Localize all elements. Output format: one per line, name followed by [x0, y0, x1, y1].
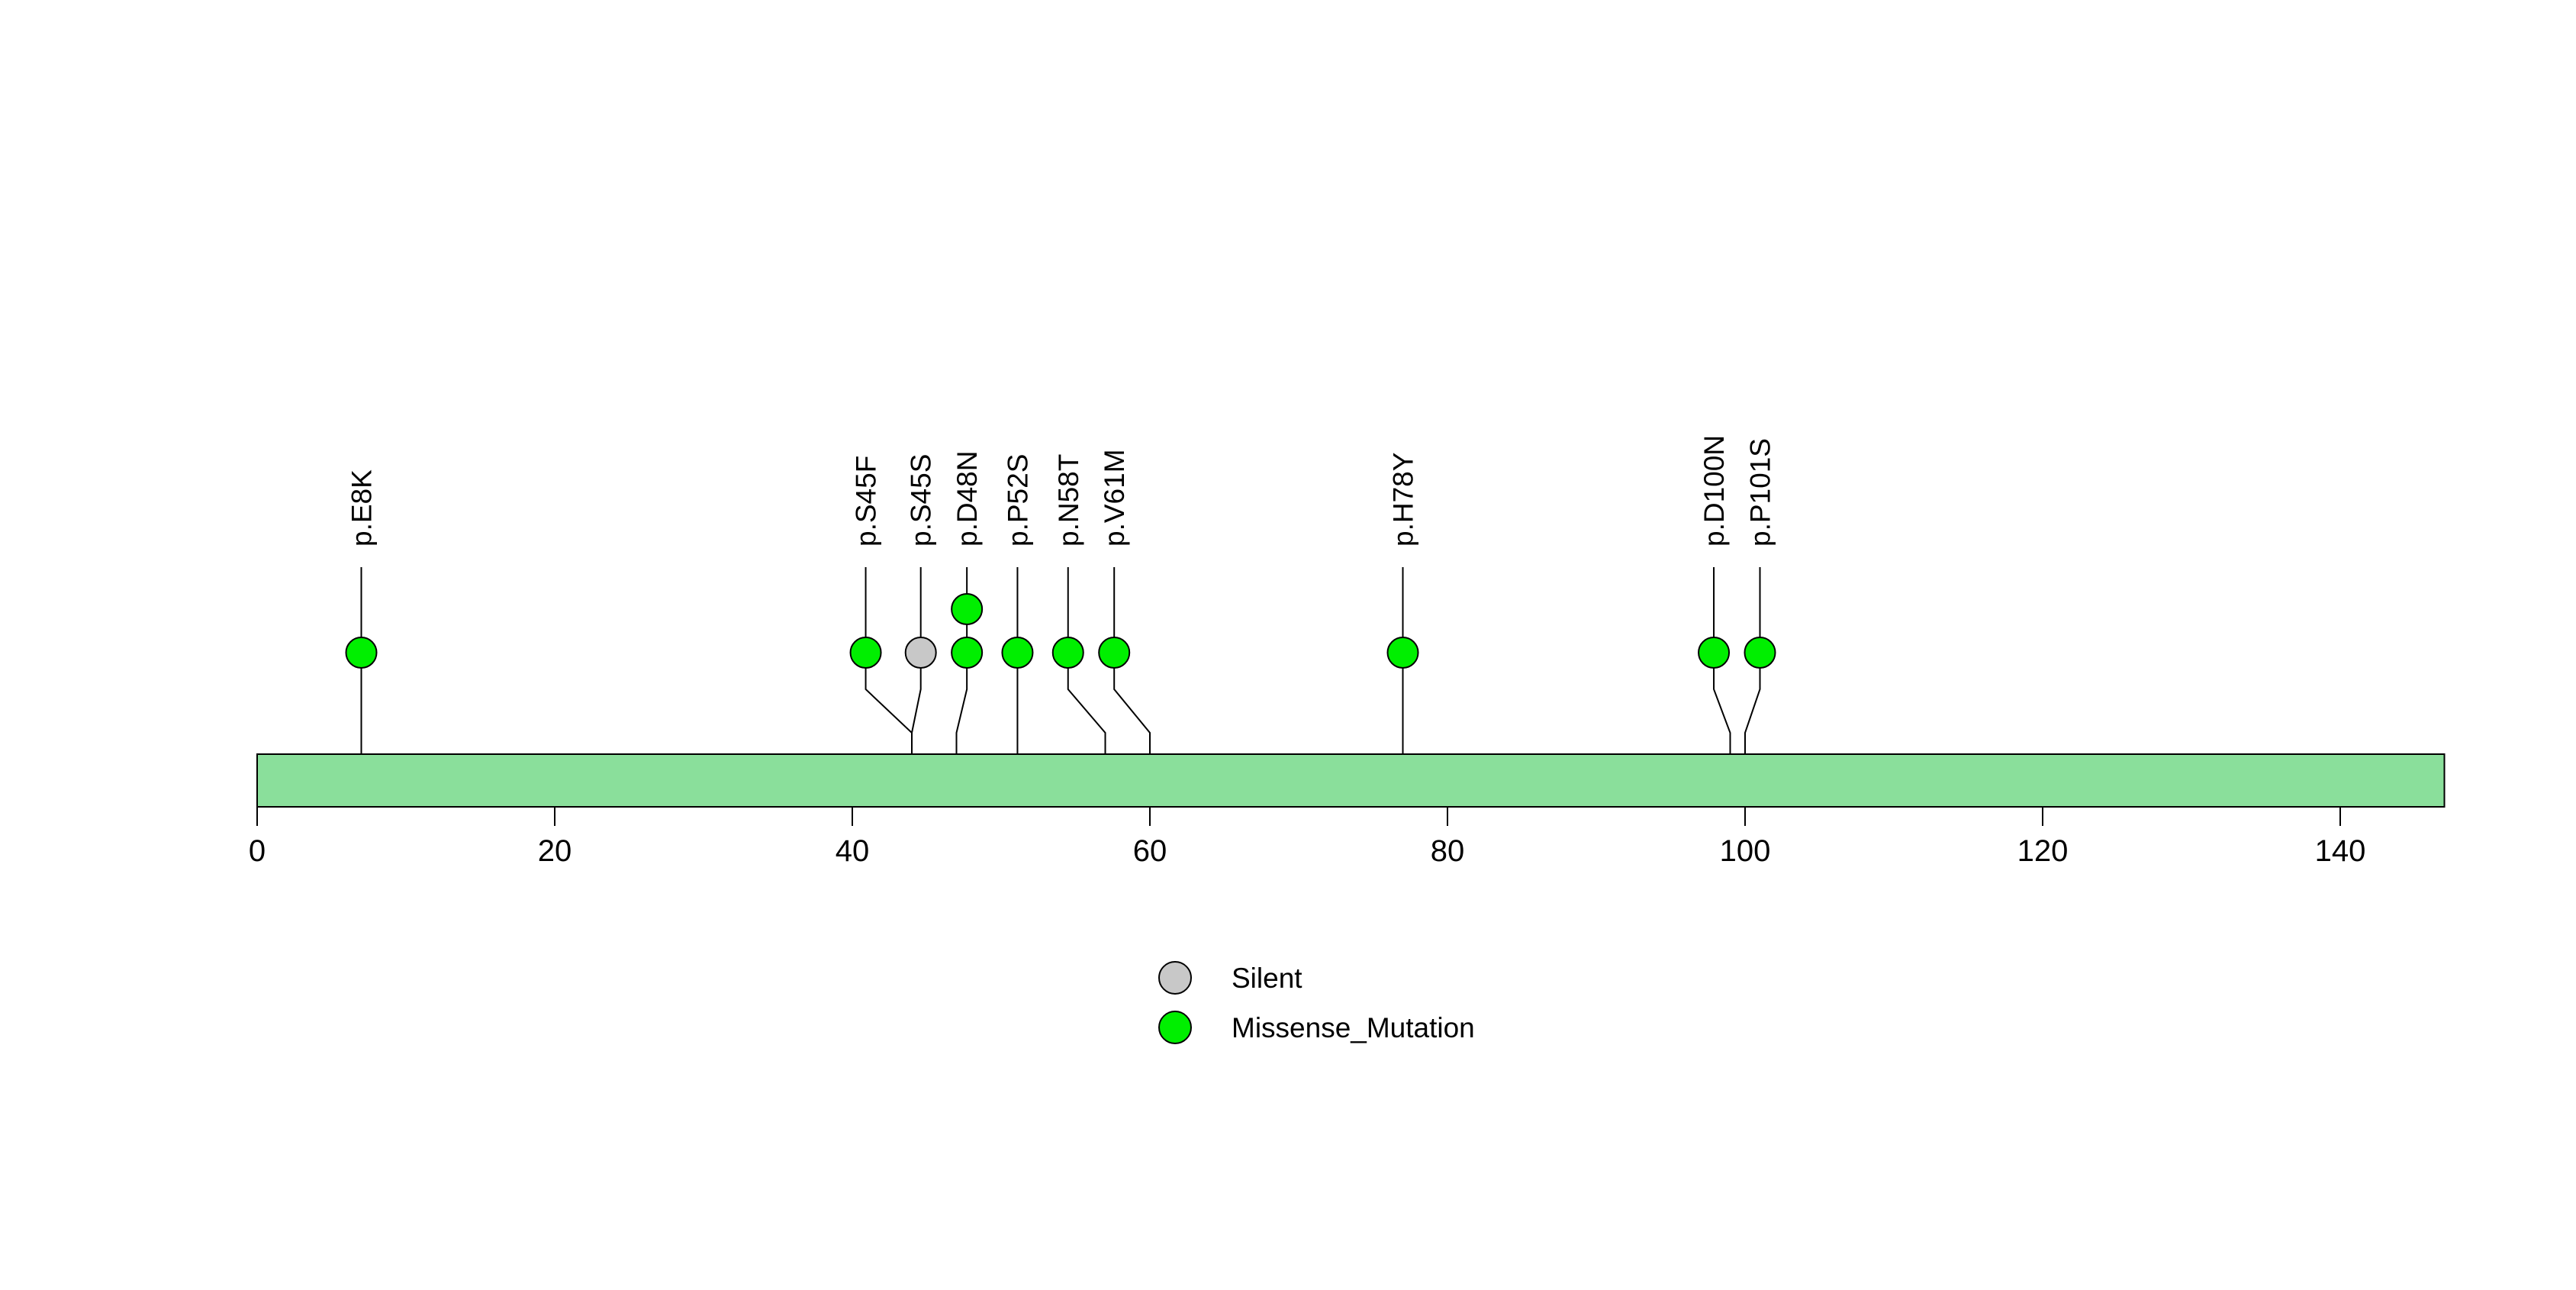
mutation-circle: [951, 593, 984, 625]
legend-item-missense_mutation: Missense_Mutation: [1158, 1011, 1475, 1044]
mutation-circle: [904, 637, 937, 669]
axis-tick-label: 100: [1720, 834, 1771, 868]
mutation-label: p.H78Y: [1388, 453, 1419, 547]
legend-item-silent: Silent: [1158, 961, 1302, 995]
lollipop-p-D100N: p.D100N: [1698, 435, 1731, 754]
mutation-label: p.D100N: [1699, 435, 1730, 547]
mutation-label: p.V61M: [1099, 449, 1130, 547]
axis-tick-label: 60: [1133, 834, 1167, 868]
lollipop-p-S45F: p.S45F: [849, 456, 913, 754]
x-axis: 0 20 40 60 80 100 120 140: [249, 807, 2366, 868]
mutation-circle: [951, 637, 984, 669]
mutation-circle: [345, 637, 378, 669]
lollipop-p-V61M: p.V61M: [1098, 449, 1151, 754]
mutation-circle: [1051, 637, 1084, 669]
mutation-circle: [1698, 637, 1731, 669]
lollipop-p-P52S: p.P52S: [1001, 454, 1034, 754]
legend-label: Silent: [1232, 963, 1302, 994]
mutation-circle: [1386, 637, 1419, 669]
lollipop-stick: [1113, 567, 1151, 754]
lollipop-stick: [1067, 567, 1106, 754]
lollipop-p-N58T: p.N58T: [1051, 454, 1106, 754]
legend-label: Missense_Mutation: [1232, 1012, 1475, 1043]
lollipop-p-D48N: p.D48N: [951, 451, 984, 754]
lollipop-stick: [911, 567, 922, 754]
axis-tick-label: 20: [538, 834, 572, 868]
axis-tick-label: 0: [249, 834, 266, 868]
mutation-label: p.S45S: [906, 454, 937, 547]
mutation-circle: [1744, 637, 1776, 669]
lollipop-p-P101S: p.P101S: [1744, 438, 1776, 754]
lollipop-stick: [955, 567, 968, 754]
mutation-label: p.P52S: [1002, 454, 1033, 547]
lollipop-stick: [1744, 567, 1761, 754]
protein-backbone: [256, 753, 2446, 808]
mutation-circle: [1098, 637, 1131, 669]
mutation-label: p.E8K: [346, 469, 378, 547]
legend-swatch-icon: [1158, 961, 1192, 995]
mutation-label: p.D48N: [952, 451, 983, 547]
lollipop-p-H78Y: p.H78Y: [1386, 453, 1419, 754]
mutation-circle: [849, 637, 882, 669]
axis-tick-label: 120: [2017, 834, 2069, 868]
mutation-label: p.S45F: [851, 456, 882, 547]
lollipop-stick: [1713, 567, 1731, 754]
axis-tick-label: 80: [1431, 834, 1465, 868]
axis-tick-label: 40: [836, 834, 870, 868]
lollipop-p-E8K: p.E8K: [345, 469, 378, 754]
axis-tick-label: 140: [2315, 834, 2366, 868]
lollipop-p-S45S: p.S45S: [904, 454, 937, 754]
legend-swatch-icon: [1158, 1011, 1192, 1044]
mutation-circle: [1001, 637, 1034, 669]
mutation-label: p.P101S: [1745, 438, 1776, 547]
mutation-label: p.N58T: [1053, 454, 1084, 547]
